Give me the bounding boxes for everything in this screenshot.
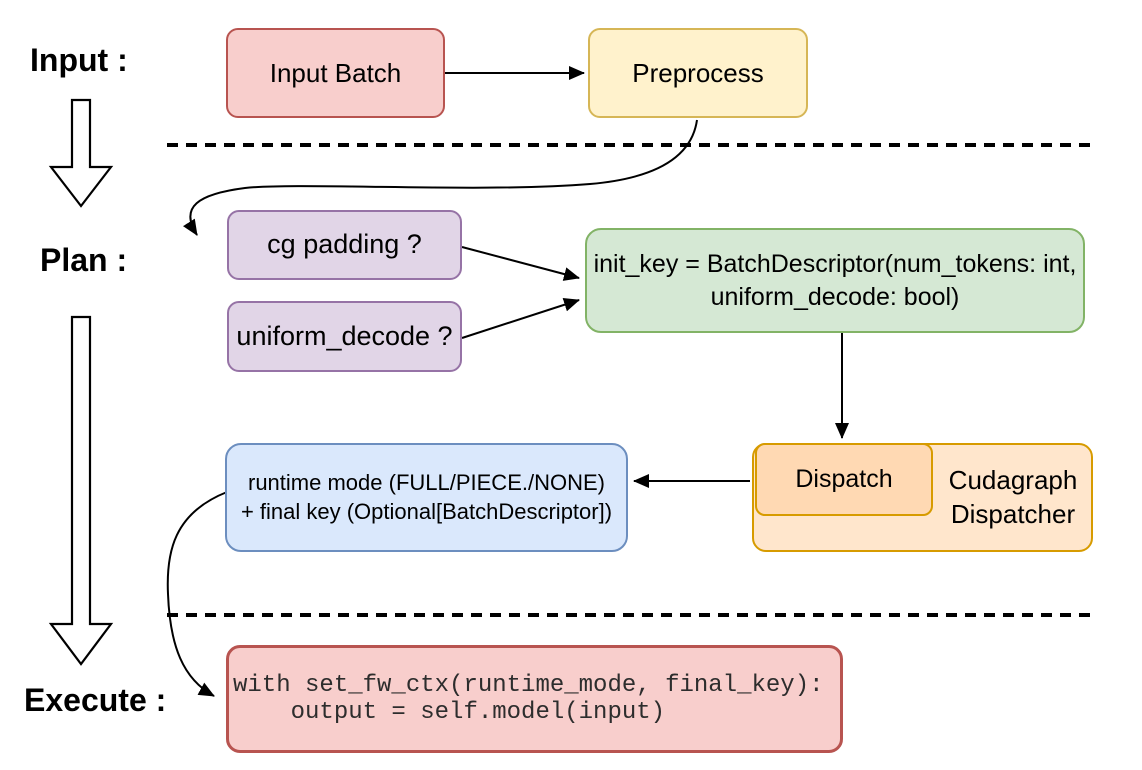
section-label-plan: Plan : (40, 242, 128, 278)
node-uniform-decode-label: uniform_decode ? (236, 320, 453, 351)
phase-divider-bottom (167, 613, 1097, 617)
phase-divider-top (167, 143, 1097, 147)
cudagraph-line2: Dispatcher (950, 498, 1076, 529)
section-label-execute: Execute : (24, 682, 167, 718)
execute-code-line2: output = self.model(input) (233, 699, 666, 726)
execute-code-line1: with set_fw_ctx(runtime_mode, final_key)… (233, 672, 824, 699)
section-label-input: Input : (30, 42, 128, 78)
node-cudagraph-dispatcher-label: Cudagraph Dispatcher (933, 443, 1093, 552)
node-cg-padding: cg padding ? (227, 210, 462, 280)
arrow-cgpadding-to-initkey (461, 246, 580, 281)
node-preprocess: Preprocess (588, 28, 808, 118)
arrow-runtimemode-to-execute (166, 491, 228, 697)
node-uniform-decode: uniform_decode ? (227, 301, 462, 372)
node-init-key-line1: init_key = BatchDescriptor(num_tokens: i… (593, 250, 1077, 278)
node-runtime-mode: runtime mode (FULL/PIECE./NONE) + final … (225, 443, 628, 552)
node-input-batch: Input Batch (226, 28, 445, 118)
arrow-preprocess-to-plan (183, 119, 698, 236)
node-dispatch: Dispatch (755, 443, 933, 516)
node-runtime-mode-line2: + final key (Optional[BatchDescriptor]) (240, 498, 613, 524)
node-input-batch-label: Input Batch (269, 57, 402, 88)
down-arrow-icon (48, 315, 114, 666)
arrow-uniformdecode-to-initkey (461, 297, 580, 339)
node-execute-code: with set_fw_ctx(runtime_mode, final_key)… (226, 645, 843, 753)
node-runtime-mode-line1: runtime mode (FULL/PIECE./NONE) (248, 469, 605, 495)
node-init-key: init_key = BatchDescriptor(num_tokens: i… (585, 228, 1085, 333)
node-preprocess-label: Preprocess (632, 57, 764, 88)
node-cg-padding-label: cg padding ? (267, 229, 422, 260)
node-init-key-line2: uniform_decode: bool) (710, 282, 960, 311)
cudagraph-line1: Cudagraph (948, 464, 1078, 495)
node-dispatch-label: Dispatch (795, 464, 893, 493)
down-arrow-icon (48, 98, 114, 208)
